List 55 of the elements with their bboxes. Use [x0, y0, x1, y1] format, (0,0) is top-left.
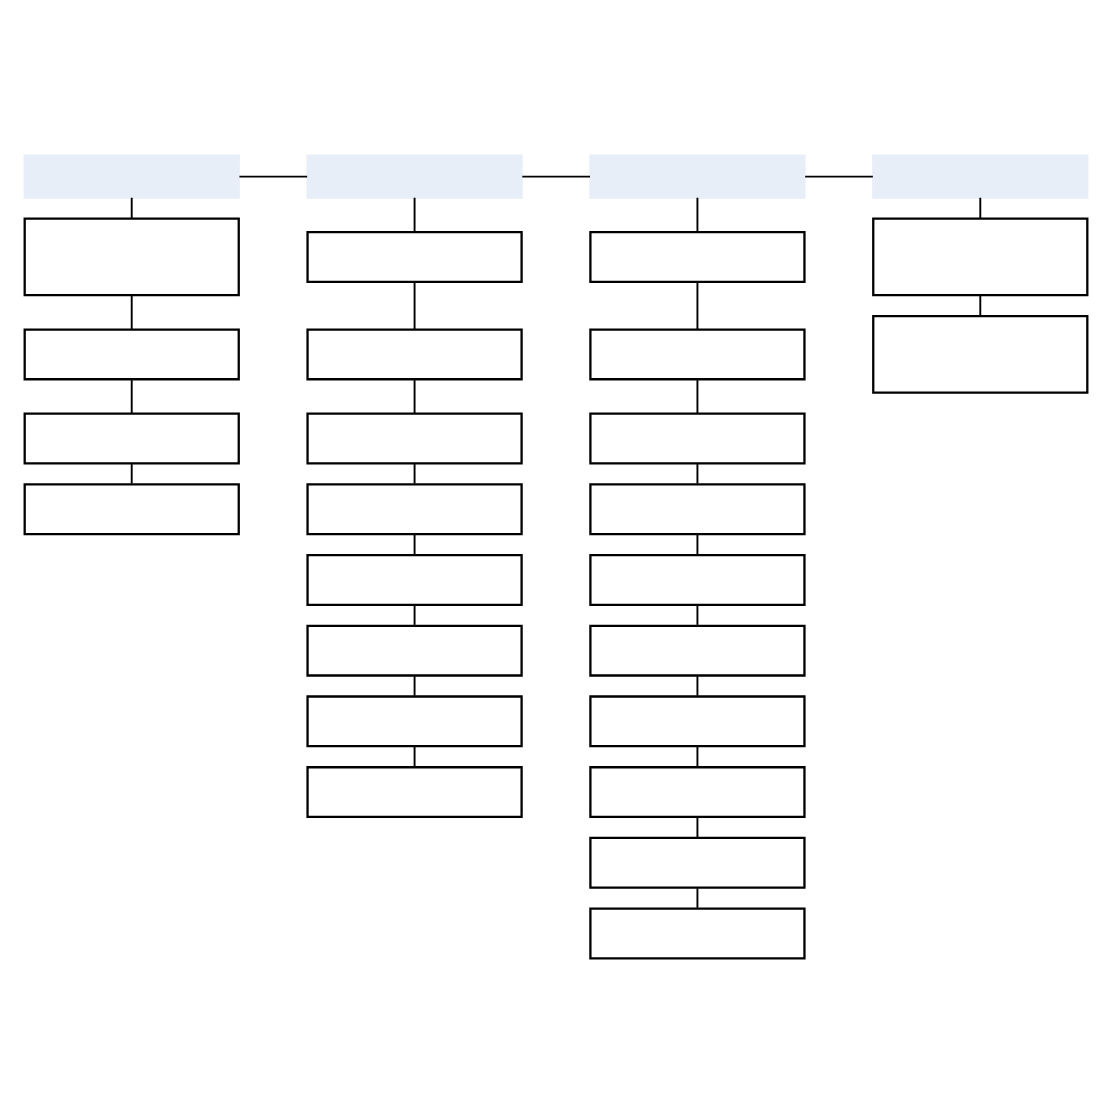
connector — [696, 532, 699, 555]
connector — [979, 293, 982, 317]
node-box — [306, 229, 523, 282]
connector — [413, 280, 416, 329]
connector — [413, 744, 416, 767]
connector — [696, 744, 699, 767]
connector — [130, 462, 133, 484]
connector — [413, 378, 416, 414]
connector — [413, 195, 416, 232]
node-box — [589, 906, 806, 959]
connector — [521, 174, 591, 177]
node-box — [589, 552, 806, 605]
connector — [413, 532, 416, 555]
node-box — [306, 623, 523, 676]
node-box — [589, 694, 806, 747]
connector — [130, 195, 133, 219]
connector — [696, 886, 699, 908]
connector — [130, 378, 133, 414]
connector — [413, 674, 416, 696]
connector — [696, 462, 699, 484]
node-box — [589, 765, 806, 818]
connector — [804, 174, 874, 177]
node-box — [872, 153, 1089, 198]
connector — [238, 174, 309, 177]
node-box — [589, 482, 806, 535]
node-box — [23, 411, 240, 464]
node-box — [872, 216, 1089, 296]
node-box — [23, 327, 240, 380]
node-box — [589, 623, 806, 676]
node-box — [23, 482, 240, 535]
connector — [696, 280, 699, 329]
node-box — [306, 694, 523, 747]
node-box — [306, 482, 523, 535]
node-box — [306, 552, 523, 605]
connector — [696, 815, 699, 838]
node-box — [306, 153, 523, 198]
node-box — [589, 835, 806, 888]
node-box — [306, 327, 523, 380]
connector — [696, 674, 699, 696]
connector — [696, 378, 699, 414]
node-box — [589, 229, 806, 282]
connector — [413, 603, 416, 625]
node-box — [23, 216, 240, 296]
node-box — [872, 314, 1089, 393]
connector — [696, 603, 699, 625]
node-box — [589, 411, 806, 464]
connector — [413, 462, 416, 484]
node-box — [23, 153, 240, 198]
connector — [696, 195, 699, 232]
node-box — [589, 153, 806, 198]
node-box — [306, 765, 523, 818]
node-box — [589, 327, 806, 380]
connector — [130, 293, 133, 329]
node-box — [306, 411, 523, 464]
connector — [979, 195, 982, 219]
